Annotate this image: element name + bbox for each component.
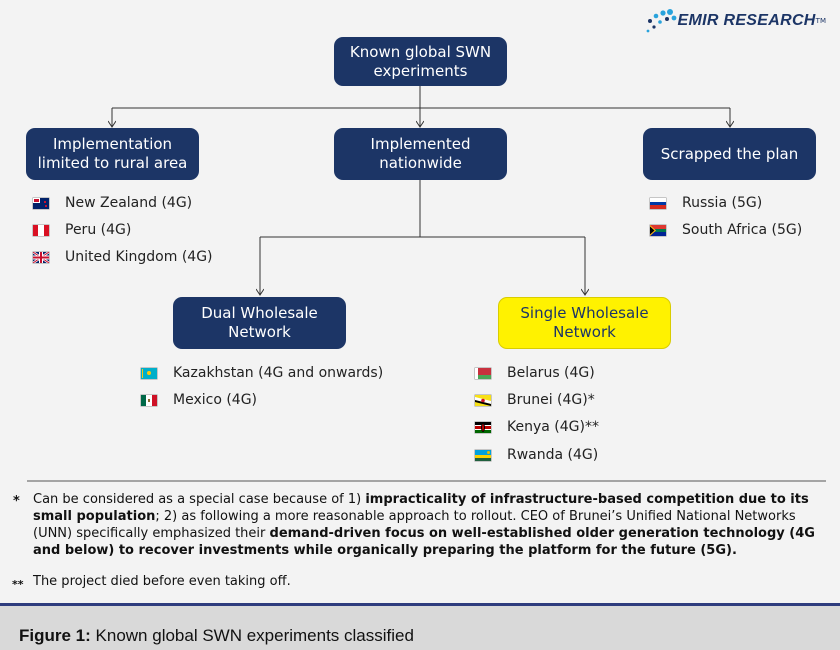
country-label: Belarus (4G): [507, 365, 595, 381]
brunei-flag-icon: [475, 394, 491, 406]
south-africa-flag-icon: [650, 224, 666, 236]
rwanda-flag-icon: [475, 449, 491, 461]
country-brunei: Brunei (4G)*: [475, 392, 595, 408]
footnote-marker-double: **: [12, 578, 24, 591]
country-label: Brunei (4G)*: [507, 392, 595, 408]
country-united-kingdom: United Kingdom (4G): [33, 249, 213, 265]
country-label: Russia (5G): [682, 195, 763, 211]
footnote-marker-single: *: [13, 494, 20, 509]
country-label: New Zealand (4G): [65, 195, 193, 211]
country-new-zealand: New Zealand (4G): [33, 195, 192, 211]
tree-connectors: [27, 86, 826, 482]
node-scrapped-plan: Scrapped the plan: [643, 128, 816, 180]
figure-caption-text: Known global SWN experiments classified: [95, 626, 414, 645]
belarus-flag-icon: [475, 367, 491, 379]
country-label: South Africa (5G): [682, 222, 803, 238]
node-single-wholesale: Single Wholesale Network: [498, 297, 671, 349]
country-kenya: Kenya (4G)**: [475, 419, 599, 435]
node-rural-implementation: Implementation limited to rural area: [26, 128, 199, 180]
new-zealand-flag-icon: [33, 197, 49, 209]
figure-label: Figure 1:: [19, 626, 91, 645]
logo-text: EMIR RESEARCH: [677, 12, 816, 29]
country-peru: Peru (4G): [33, 222, 131, 238]
country-label: Rwanda (4G): [507, 447, 599, 463]
emir-research-logo: EMIR RESEARCH TM: [644, 8, 826, 34]
footnote-kenya: The project died before even taking off.: [33, 574, 291, 589]
country-mexico: Mexico (4G): [141, 392, 257, 408]
node-known-global-swn: Known global SWN experiments: [334, 37, 507, 86]
country-label: United Kingdom (4G): [65, 249, 213, 265]
country-label: Kazakhstan (4G and onwards): [173, 365, 384, 381]
footnote-brunei: Can be considered as a special case beca…: [33, 492, 815, 558]
logo-dots-icon: [646, 9, 676, 33]
node-dual-wholesale: Dual Wholesale Network: [173, 297, 346, 349]
kazakhstan-flag-icon: [141, 367, 157, 379]
country-rwanda: Rwanda (4G): [475, 447, 598, 463]
figure-caption: Figure 1: Known global SWN experiments c…: [0, 603, 840, 650]
country-label: Kenya (4G)**: [507, 419, 599, 435]
kenya-flag-icon: [475, 421, 491, 433]
country-label: Mexico (4G): [173, 392, 258, 408]
russia-flag-icon: [650, 197, 666, 209]
united-kingdom-flag-icon: [33, 251, 49, 263]
country-south-africa: South Africa (5G): [650, 222, 802, 238]
country-kazakhstan: Kazakhstan (4G and onwards): [141, 365, 383, 381]
peru-flag-icon: [33, 224, 49, 236]
logo-trademark: TM: [815, 17, 826, 25]
mexico-flag-icon: [141, 394, 157, 406]
node-implemented-nationwide: Implemented nationwide: [334, 128, 507, 180]
country-russia: Russia (5G): [650, 195, 762, 211]
country-label: Peru (4G): [65, 222, 132, 238]
country-belarus: Belarus (4G): [475, 365, 595, 381]
